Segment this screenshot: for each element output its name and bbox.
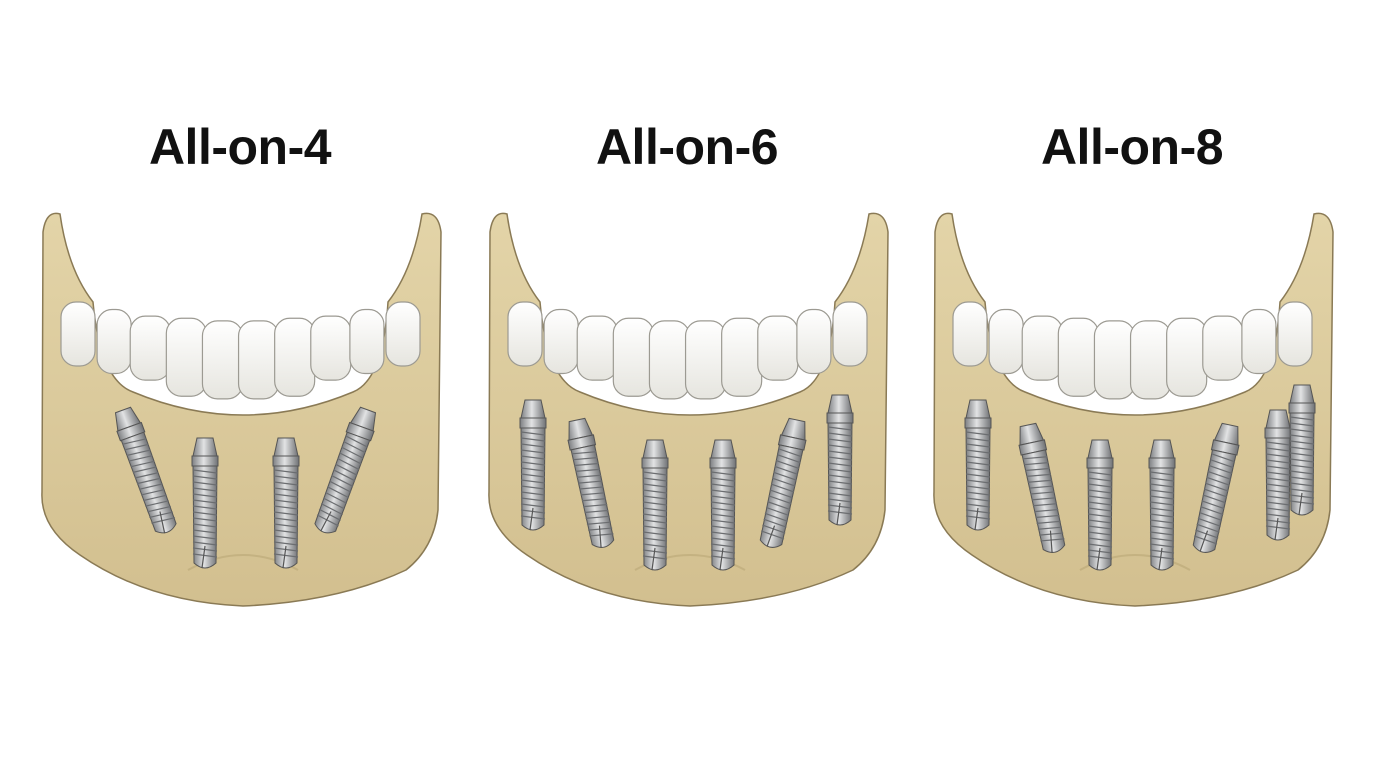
panel-title-all-on-6: All-on-6 xyxy=(595,119,779,175)
dental-implant xyxy=(641,439,669,571)
tooth xyxy=(576,315,618,381)
tooth xyxy=(648,320,691,400)
jaw-diagram-3 xyxy=(933,212,1334,607)
tooth xyxy=(612,317,654,397)
tooth xyxy=(832,301,868,367)
tooth xyxy=(684,320,727,400)
tooth xyxy=(237,320,280,400)
dental-implant xyxy=(519,399,547,531)
tooth xyxy=(385,301,421,367)
tooth xyxy=(1166,317,1208,397)
tooth xyxy=(1093,320,1136,400)
dental-implant xyxy=(1018,422,1066,553)
dental-implant xyxy=(709,439,737,571)
dental-implant xyxy=(826,394,854,526)
tooth xyxy=(507,301,543,367)
tooth xyxy=(543,308,579,375)
tooth xyxy=(952,301,988,367)
dental-implant xyxy=(964,399,992,531)
jaw-diagram-1 xyxy=(41,212,442,607)
prosthetic-teeth-arch xyxy=(952,301,1313,400)
tooth xyxy=(96,308,132,375)
dental-implant xyxy=(1288,384,1316,516)
tooth xyxy=(1202,315,1244,381)
dental-implant xyxy=(314,406,377,534)
tooth xyxy=(1277,301,1313,367)
dental-implant xyxy=(1086,439,1114,571)
tooth xyxy=(60,301,96,367)
prosthetic-teeth-arch xyxy=(507,301,868,400)
tooth xyxy=(721,317,763,397)
tooth xyxy=(349,308,385,375)
tooth xyxy=(757,315,799,381)
mandible-bone xyxy=(488,212,889,607)
mandible-bone xyxy=(41,212,442,607)
dental-implant xyxy=(759,417,807,548)
tooth xyxy=(310,315,352,381)
dental-implant xyxy=(1264,409,1292,541)
tooth xyxy=(1129,320,1172,400)
tooth xyxy=(1057,317,1099,397)
tooth xyxy=(274,317,316,397)
prosthetic-teeth-arch xyxy=(60,301,421,400)
tooth xyxy=(988,308,1024,375)
tooth xyxy=(796,308,832,375)
dental-implant xyxy=(114,406,177,534)
tooth xyxy=(129,315,171,381)
tooth xyxy=(1021,315,1063,381)
dental-implant xyxy=(272,437,300,569)
panel-title-all-on-8: All-on-8 xyxy=(1040,119,1224,175)
tooth xyxy=(1241,308,1277,375)
dental-implant xyxy=(1148,439,1176,571)
dental-implant xyxy=(1192,422,1240,553)
panel-title-all-on-4: All-on-4 xyxy=(148,119,332,175)
dental-implant xyxy=(567,417,615,548)
jaw-diagram-2 xyxy=(488,212,889,607)
dental-implant xyxy=(191,437,219,569)
tooth xyxy=(201,320,244,400)
tooth xyxy=(165,317,207,397)
